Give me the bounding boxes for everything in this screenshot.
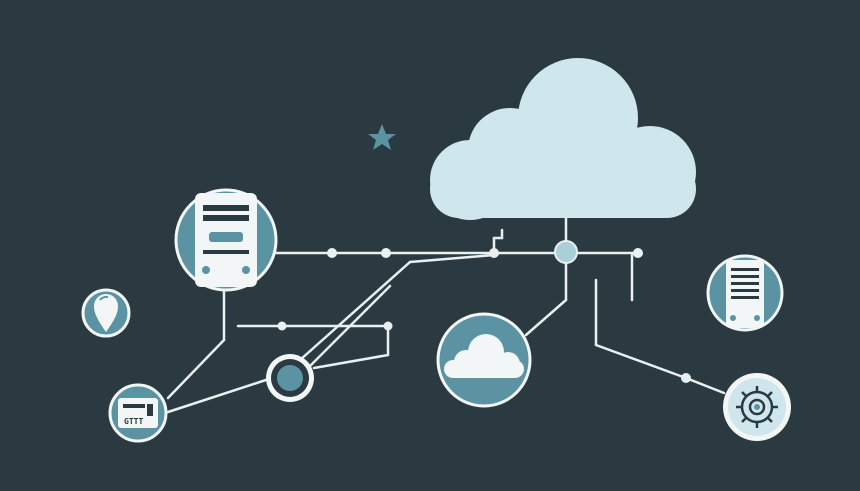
node-dot: [383, 321, 393, 331]
server-small-badge: [706, 254, 784, 332]
node-dot: [327, 248, 337, 258]
id-card-code: GTTT: [124, 417, 143, 426]
id-card-icon: GTTT: [118, 398, 158, 428]
dot-icon: [277, 365, 303, 391]
gear-badge: [723, 373, 791, 441]
map-pin-badge: [81, 288, 131, 338]
server-large-badge: [174, 188, 278, 292]
cloud-icon: [444, 334, 524, 378]
node-dot: [277, 321, 287, 331]
server-icon: [195, 193, 257, 287]
hub-node: [554, 240, 578, 264]
map-pin-icon: [94, 294, 118, 332]
star-icon: [368, 124, 396, 150]
cloud-badge: [436, 312, 532, 408]
node-dot: [633, 248, 643, 258]
server-icon: [726, 260, 764, 328]
node-dot: [381, 248, 391, 258]
node-dot: [681, 373, 691, 383]
cloud-icon: [430, 58, 696, 220]
connection-nodes: [277, 248, 691, 383]
node-dot: [489, 248, 499, 258]
gear-icon: [736, 386, 778, 428]
id-card-badge: GTTT: [108, 383, 168, 443]
dot-badge: [266, 354, 314, 402]
